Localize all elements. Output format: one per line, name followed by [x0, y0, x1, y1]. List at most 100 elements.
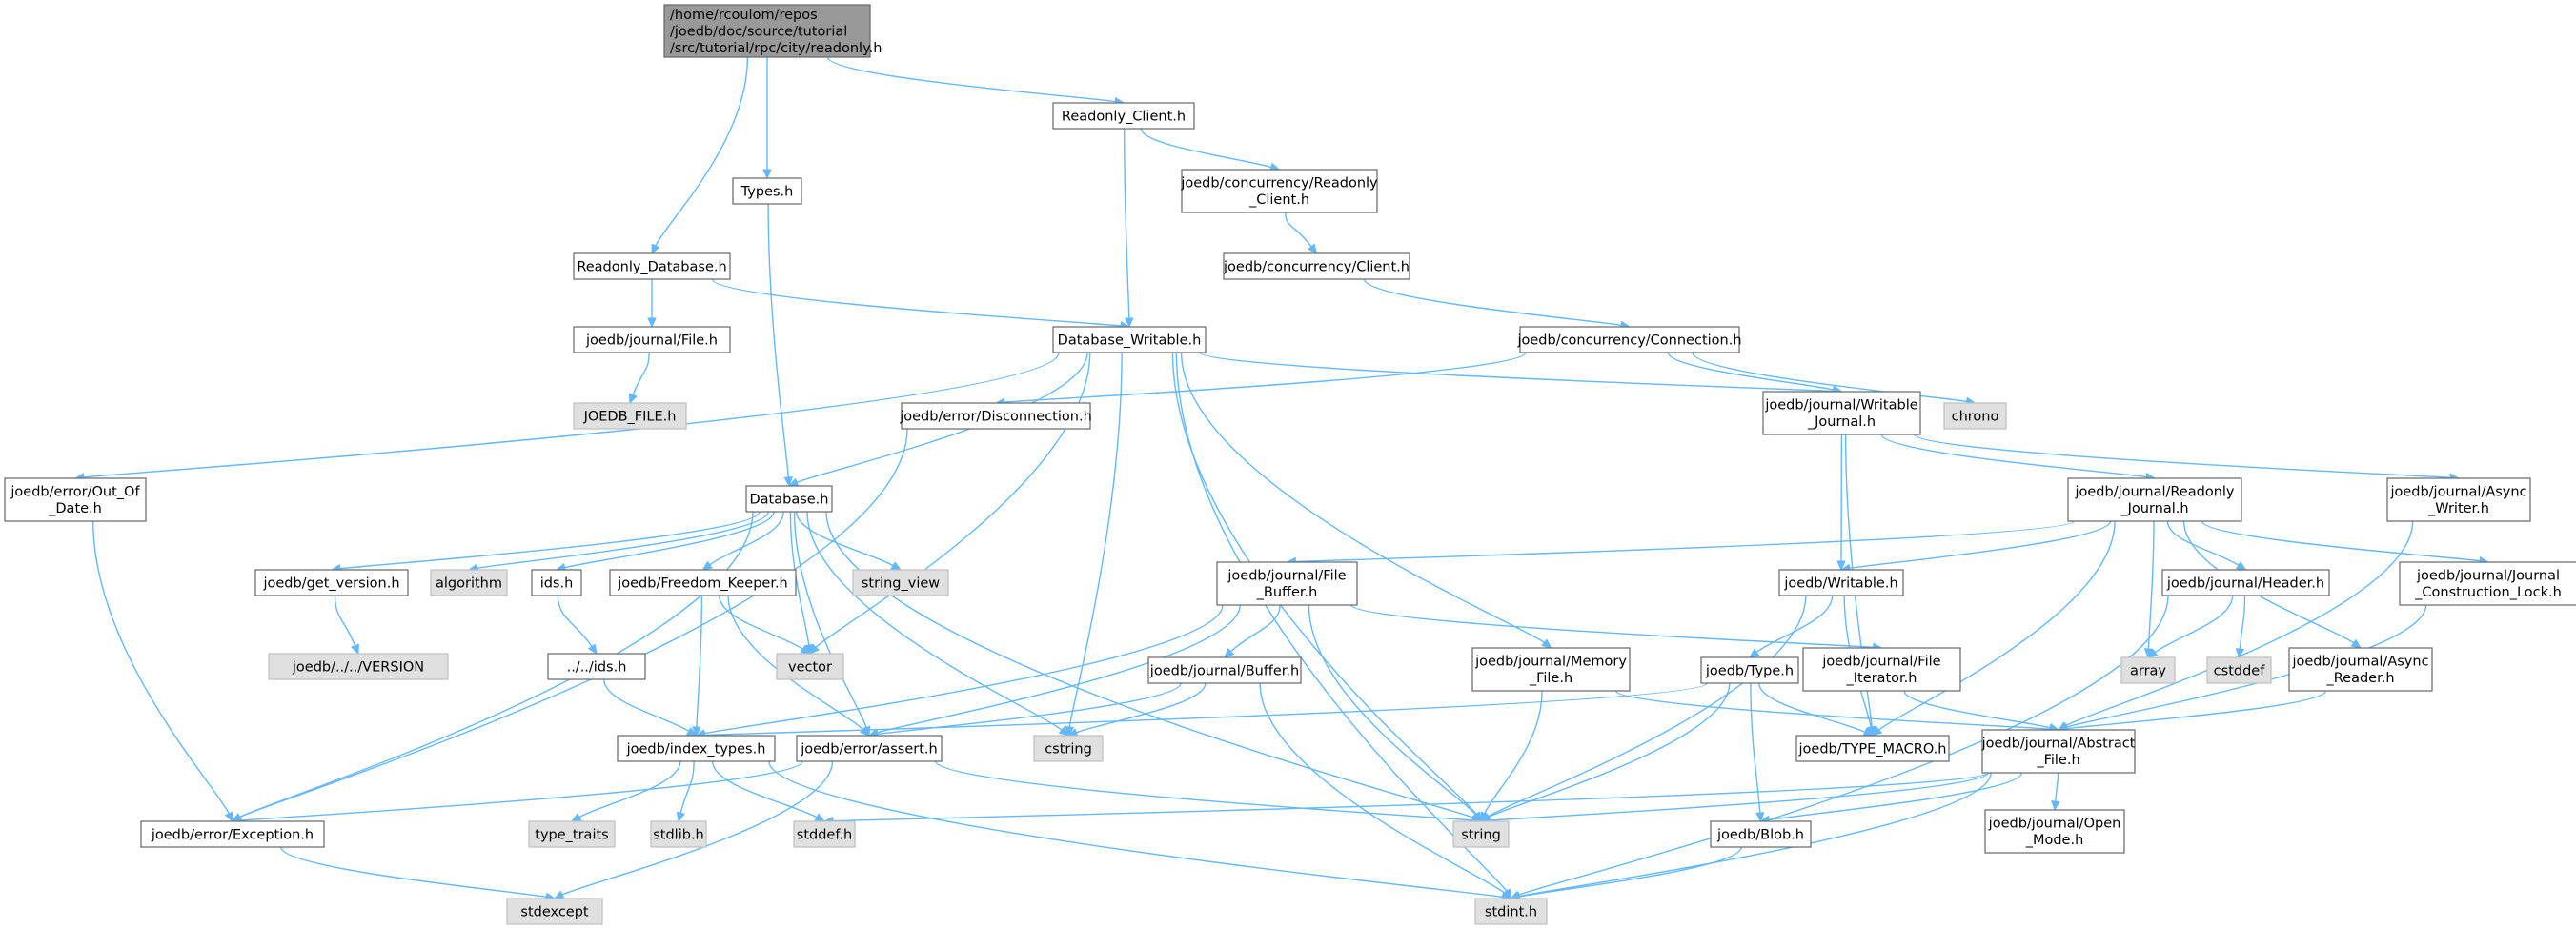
edge-readonly-journal-to-array: [2143, 520, 2155, 659]
node-label: chrono: [1952, 409, 1999, 424]
node-label: _Journal.h: [1807, 414, 1876, 430]
node-abstract-file[interactable]: joedb/journal/Abstract_File.h: [1981, 729, 2136, 774]
edge-readonly-journal-to-construction-lock: [2201, 520, 2490, 566]
edge-line: [1903, 690, 2051, 729]
node-conc-connection[interactable]: joedb/concurrency/Connection.h: [1516, 326, 1742, 353]
node-label: joedb/concurrency/Readonly: [1180, 176, 1378, 192]
edge-line: [877, 604, 1241, 734]
node-conc-client[interactable]: joedb/concurrency/Client.h: [1223, 252, 1410, 280]
node-error-disconnection[interactable]: joedb/error/Disconnection.h: [899, 402, 1092, 430]
node-label: ids.h: [540, 576, 574, 591]
arrowhead-icon: [1755, 812, 1765, 823]
node-file-iterator[interactable]: joedb/journal/File_Iterator.h: [1802, 647, 1961, 692]
node-box: [617, 735, 776, 762]
node-buffer[interactable]: joedb/journal/Buffer.h: [1147, 656, 1302, 684]
node-blob[interactable]: joedb/Blob.h: [1710, 820, 1812, 848]
arrowhead-icon: [224, 811, 233, 823]
node-file-buffer[interactable]: joedb/journal/File_Buffer.h: [1216, 561, 1358, 606]
node-array: array: [2120, 656, 2176, 684]
arrowhead-icon: [1058, 726, 1069, 737]
edge-line: [1068, 352, 1123, 728]
node-label: joedb/index_types.h: [626, 741, 766, 757]
edge-database-to-freedom-keeper: [701, 511, 784, 571]
edge-memory-file-to-abstract-file: [1614, 690, 2060, 734]
edge-line: [1171, 352, 1477, 815]
arrowhead-icon: [1836, 560, 1846, 572]
edge-journal-file-to-joedb-file: [628, 352, 650, 405]
edge-line: [1519, 846, 1742, 898]
edge-get-version-to-version: [334, 595, 359, 656]
node-ids[interactable]: ids.h: [531, 569, 582, 596]
edge-line: [2182, 520, 2355, 644]
node-writable[interactable]: joedb/Writable.h: [1778, 569, 1904, 596]
node-dotdot-ids[interactable]: ../../ids.h: [547, 653, 646, 680]
edge-line: [2201, 520, 2481, 562]
node-box: [1452, 820, 1510, 848]
node-box: [796, 735, 943, 762]
node-label: joedb/journal/Journal: [2416, 569, 2560, 584]
arrowhead-icon: [1224, 647, 1235, 658]
node-error-out-of-date[interactable]: joedb/error/Out_Of_Date.h: [4, 477, 147, 522]
node-journal-file[interactable]: joedb/journal/File.h: [573, 326, 731, 353]
node-writable-journal[interactable]: joedb/journal/Writable_Journal.h: [1762, 391, 1921, 435]
edge-line: [2166, 520, 2240, 566]
node-box: [547, 653, 646, 680]
node-label: /src/tutorial/rpc/city/readonly.h: [670, 41, 882, 56]
node-database-writable[interactable]: Database_Writable.h: [1052, 326, 1207, 353]
edge-abstract-file-to-string: [1479, 772, 1989, 825]
node-joedb-file: JOEDB_FILE.h: [573, 402, 687, 430]
node-database[interactable]: Database.h: [745, 485, 833, 513]
node-box: [140, 820, 325, 848]
node-label: joedb/Type.h: [1705, 663, 1794, 678]
edge-conc-connection-to-error-disconnection: [994, 352, 1527, 407]
node-box: [430, 569, 508, 596]
node-box: [793, 820, 856, 848]
edge-line: [1180, 352, 1545, 643]
node-label: ../../ids.h: [567, 659, 627, 675]
edge-line: [1750, 682, 1761, 814]
edge-line: [767, 203, 789, 478]
node-construction-lock[interactable]: joedb/journal/Journal_Construction_Lock.…: [2399, 561, 2576, 606]
node-type[interactable]: joedb/Type.h: [1700, 656, 1799, 684]
node-box: [573, 252, 731, 280]
node-box: [528, 820, 616, 848]
node-box: [1519, 326, 1740, 353]
node-readonly-client[interactable]: Readonly_Client.h: [1052, 102, 1195, 130]
edge-line: [1880, 434, 2147, 478]
node-open-mode[interactable]: joedb/journal/Open_Mode.h: [1984, 809, 2125, 854]
edge-line: [768, 760, 1503, 899]
node-conc-readonly-client[interactable]: joedb/concurrency/Readonly_Client.h: [1180, 169, 1378, 213]
node-label: stdlib.h: [653, 827, 704, 842]
node-readonly-journal[interactable]: joedb/journal/Readonly_Journal.h: [2067, 477, 2242, 522]
node-cstddef: cstddef: [2206, 656, 2272, 684]
arrowhead-icon: [587, 643, 598, 656]
node-async-reader[interactable]: joedb/journal/Async_Reader.h: [2288, 647, 2433, 692]
edge-index-types-to-stdlib: [676, 760, 695, 823]
node-label: stddef.h: [797, 827, 852, 842]
node-async-writer[interactable]: joedb/journal/Async_Writer.h: [2386, 477, 2531, 522]
edge-readonly-database-to-database-writable: [711, 278, 1131, 331]
node-index-types[interactable]: joedb/index_types.h: [617, 735, 776, 762]
node-get-version[interactable]: joedb/get_version.h: [254, 569, 409, 596]
node-header[interactable]: joedb/journal/Header.h: [2161, 569, 2330, 596]
node-root[interactable]: /home/rcoulom/repos/joedb/doc/source/tut…: [663, 4, 882, 58]
node-box: [2120, 656, 2176, 684]
node-error-assert[interactable]: joedb/error/assert.h: [796, 735, 943, 762]
edge-type-to-string: [1479, 682, 1731, 822]
node-freedom-keeper[interactable]: joedb/Freedom_Keeper.h: [609, 569, 797, 596]
node-box: [573, 326, 731, 353]
edge-line: [806, 511, 1063, 731]
node-types[interactable]: Types.h: [732, 177, 802, 205]
node-type-macro[interactable]: joedb/TYPE_MACRO.h: [1795, 735, 1950, 762]
edge-line: [1849, 520, 2112, 570]
node-algorithm: algorithm: [430, 569, 508, 596]
node-box: [2161, 569, 2330, 596]
node-label: /home/rcoulom/repos: [670, 8, 818, 23]
node-readonly-database[interactable]: Readonly_Database.h: [573, 252, 731, 280]
edge-line: [2239, 595, 2246, 650]
node-label: joedb/journal/Readonly: [2074, 485, 2234, 500]
node-error-exception[interactable]: joedb/error/Exception.h: [140, 820, 325, 848]
node-box: [1710, 820, 1812, 848]
edge-line: [632, 352, 650, 395]
node-memory-file[interactable]: joedb/journal/Memory_File.h: [1471, 647, 1631, 692]
